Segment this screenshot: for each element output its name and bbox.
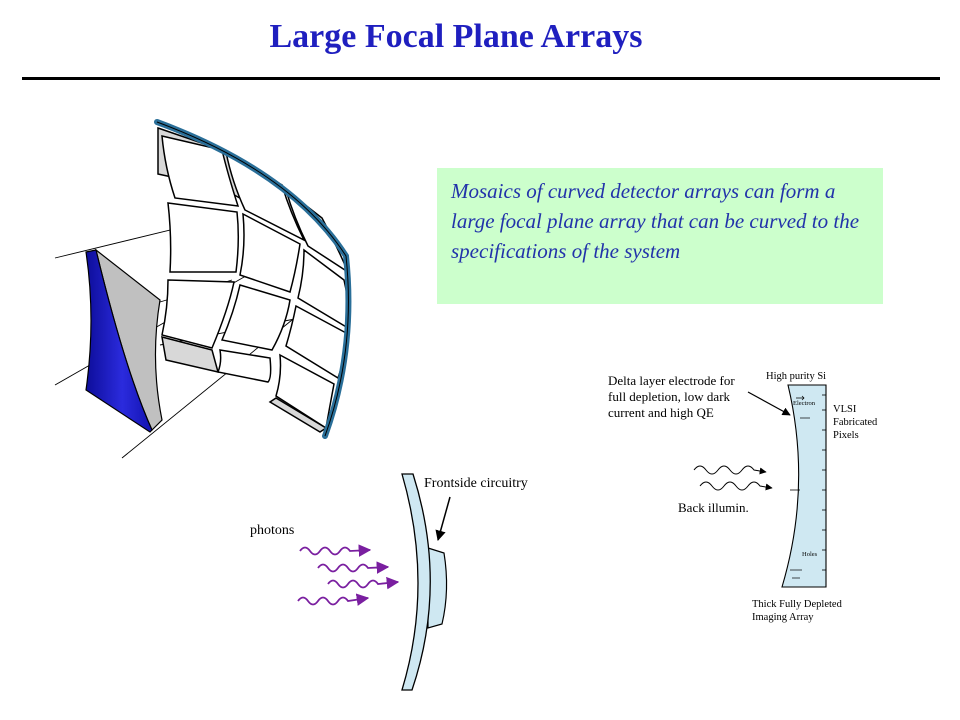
- mosaic-callout: Mosaics of curved detector arrays can fo…: [437, 168, 883, 304]
- delta-layer-pointer: [747, 391, 791, 416]
- photon-arrows: [297, 544, 400, 606]
- back-illumination-waves: [693, 465, 773, 491]
- title-divider: [22, 77, 940, 80]
- vlsi-pixels-label: VLSI Fabricated Pixels: [833, 404, 878, 441]
- frontside-circuitry-label: Frontside circuitry: [424, 476, 528, 491]
- high-purity-si-label: High purity Si: [766, 371, 827, 382]
- frontside-circuitry-pointer: [435, 496, 451, 542]
- slide-title: Large Focal Plane Arrays: [269, 18, 643, 55]
- mosaic-tiles: [157, 126, 350, 433]
- thick-array-label: Thick Fully Depleted Imaging Array: [752, 599, 842, 623]
- curved-chip-side-view: [401, 473, 448, 691]
- holes-label: Holes: [802, 551, 818, 558]
- photons-label: photons: [250, 523, 295, 538]
- electron-label: Electron: [793, 400, 816, 407]
- delta-layer-label: Delta layer electrode for full depletion…: [608, 373, 735, 420]
- back-illumination-label: Back illumin.: [678, 500, 749, 515]
- imaging-array-cross-section: [781, 384, 827, 588]
- curved-detector: [85, 248, 163, 433]
